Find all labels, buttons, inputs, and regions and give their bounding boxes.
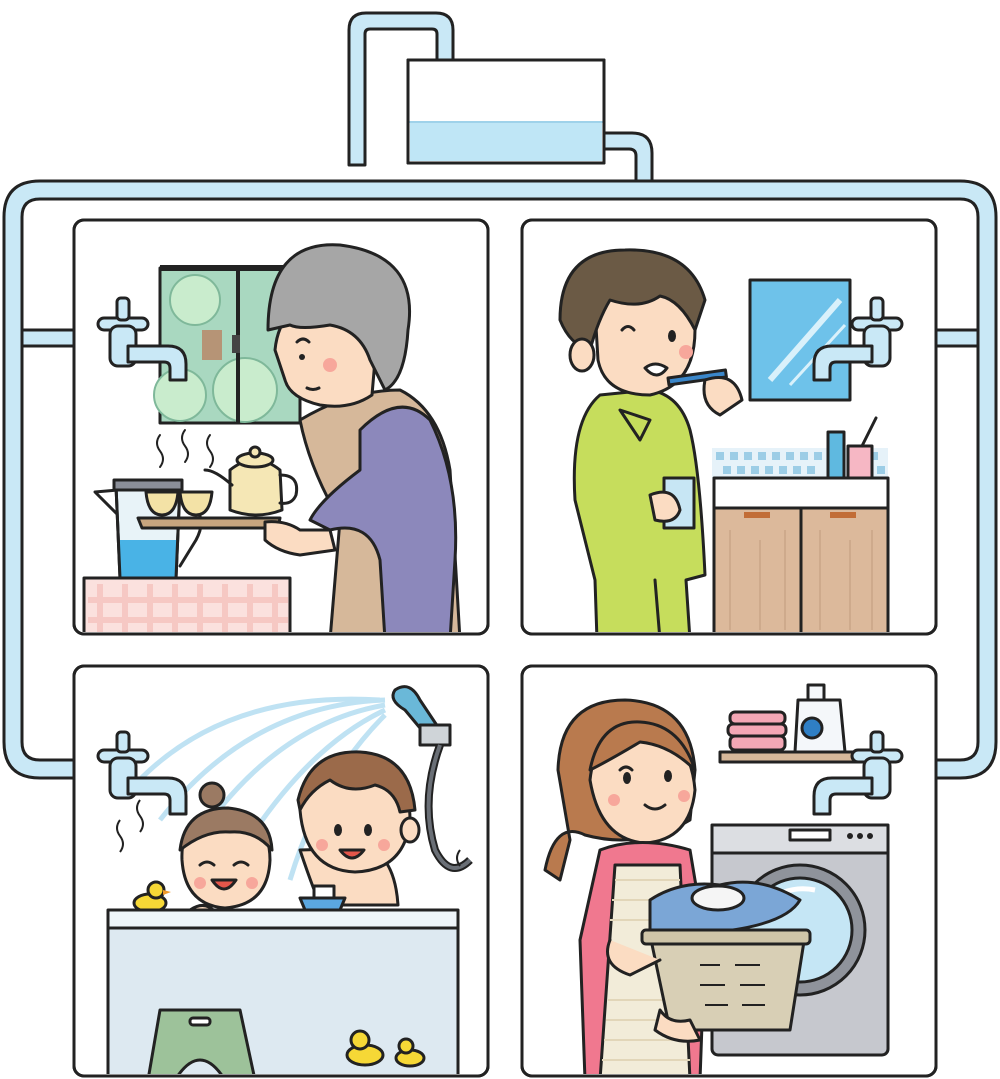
panel-bath (74, 666, 488, 1079)
toothpaste (828, 432, 844, 478)
toothbrush-cup (848, 446, 872, 478)
kitchen-counter (84, 578, 290, 638)
pipe-tank-outlet (603, 133, 652, 183)
panel-washroom (522, 220, 936, 640)
vanity-cabinet (714, 478, 888, 638)
panel-kitchen (74, 220, 488, 640)
mirror (750, 280, 850, 400)
tank-water (410, 122, 602, 161)
water-tank-icon (408, 60, 604, 163)
panel-laundry (522, 666, 936, 1079)
